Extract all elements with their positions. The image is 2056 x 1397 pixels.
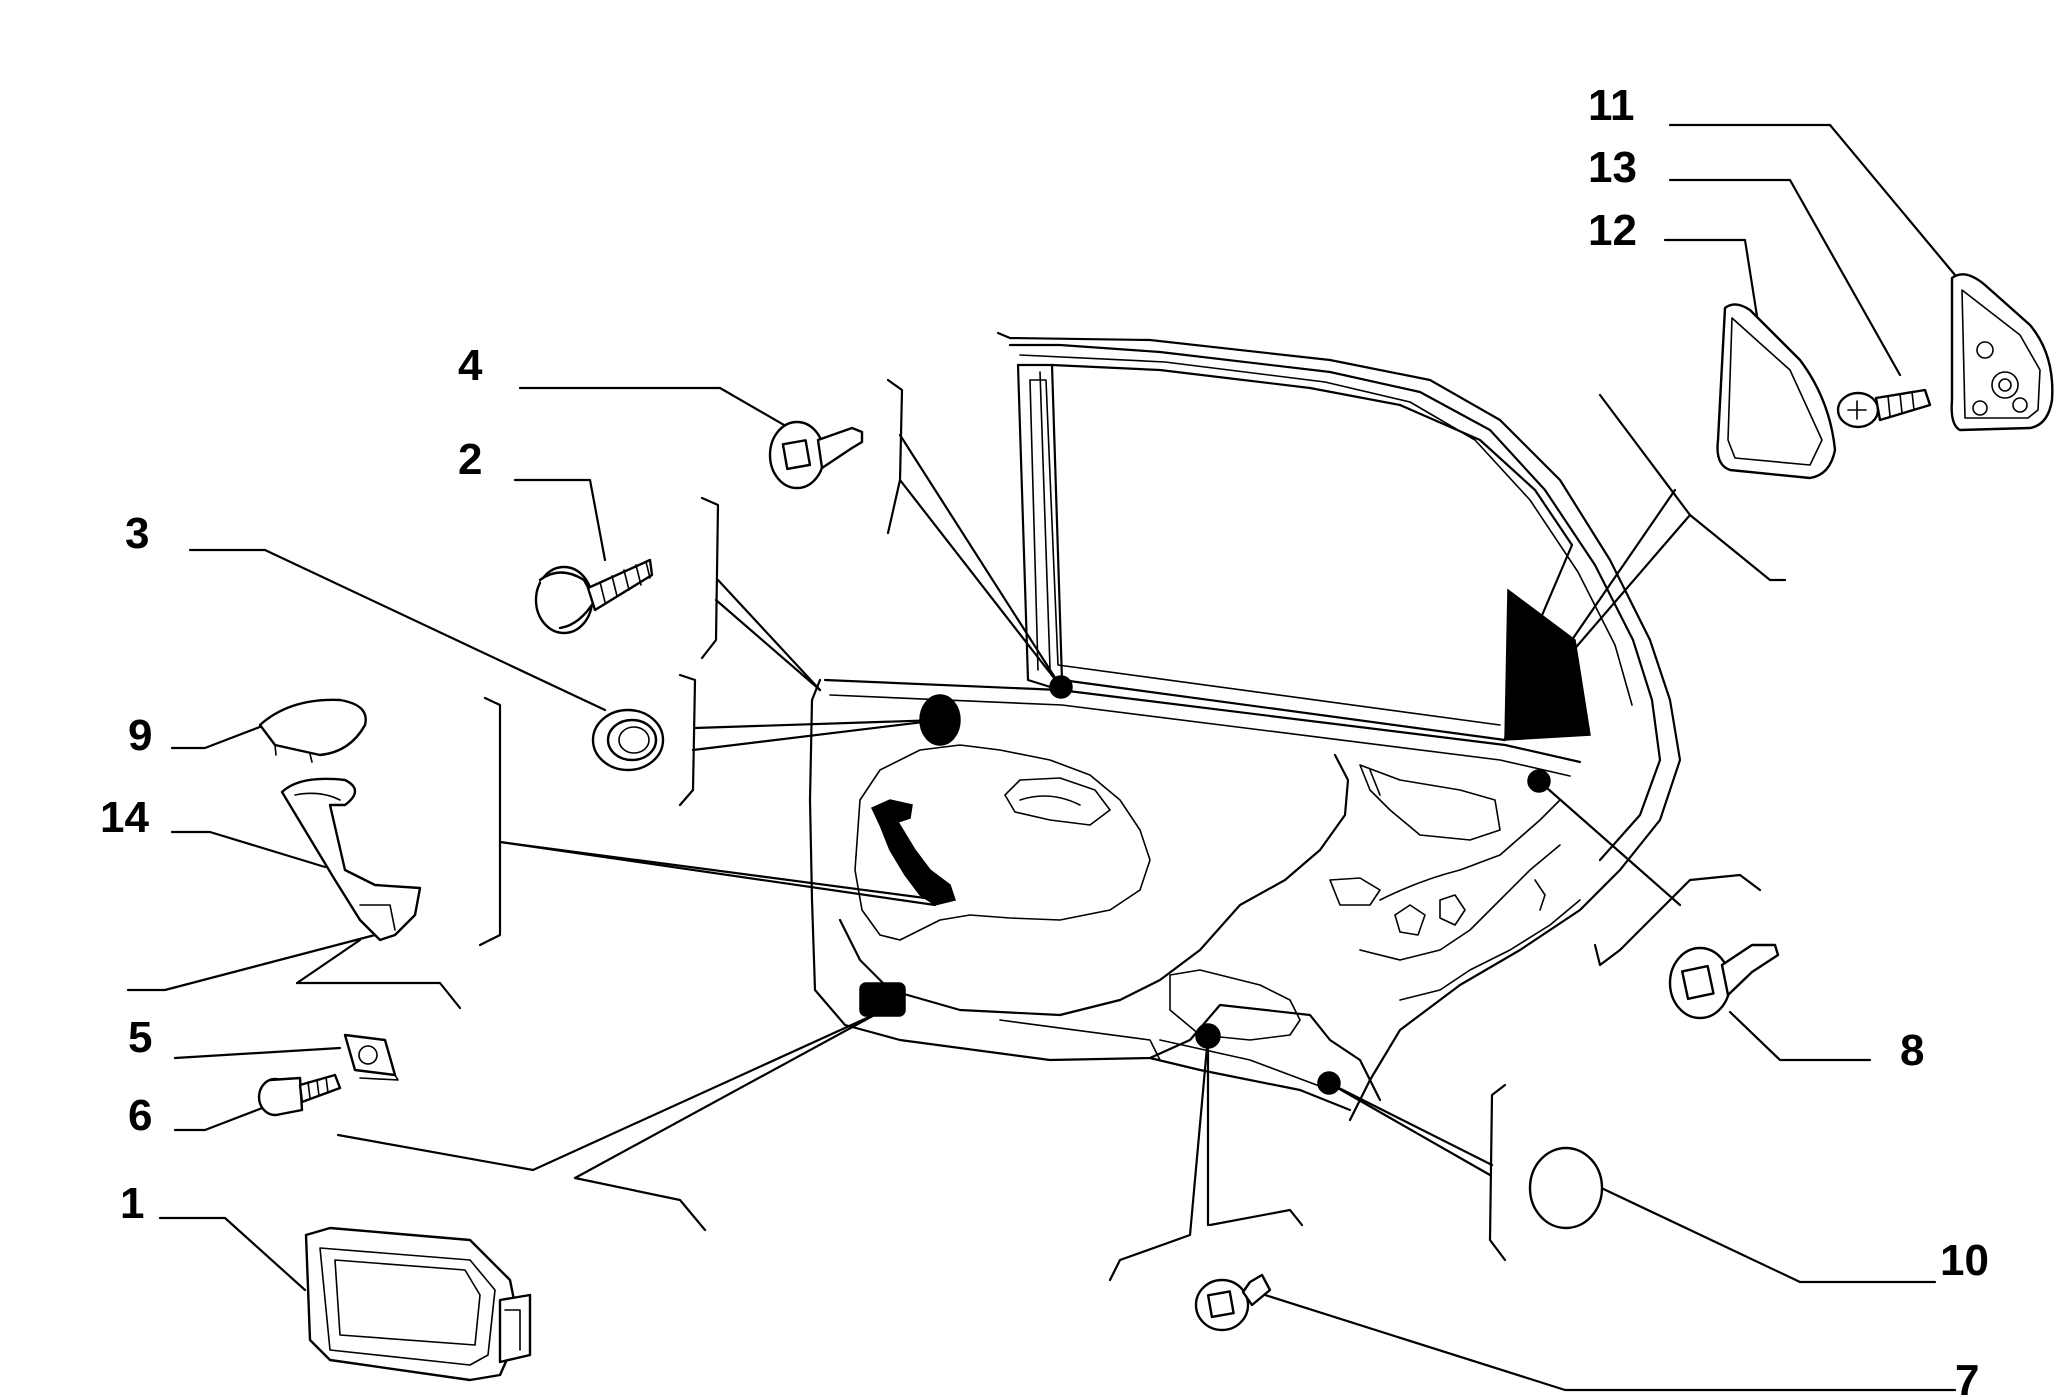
part-7-push-pin xyxy=(1194,1273,1272,1332)
part-11-triangle-bracket xyxy=(1950,273,2054,432)
callout-12: 12 xyxy=(1588,206,1637,255)
part-13-screw xyxy=(1836,388,1932,429)
part-4-push-pin xyxy=(768,420,864,490)
part-3-grommet xyxy=(591,708,665,772)
callout-13: 13 xyxy=(1588,143,1637,192)
part-5-clip-nut xyxy=(343,1033,399,1081)
part-2-ribbed-fastener xyxy=(534,558,654,635)
clip-point-1 xyxy=(859,982,906,1017)
leader-lines xyxy=(126,123,1957,1392)
callout-8: 8 xyxy=(1900,1026,1924,1075)
callout-10: 10 xyxy=(1940,1236,1989,1285)
part-6-screw xyxy=(257,1073,342,1117)
callout-3: 3 xyxy=(125,509,149,558)
callout-numbers: 4 2 3 9 14 5 6 1 7 8 10 11 13 12 xyxy=(100,81,1989,1397)
callout-4: 4 xyxy=(458,341,483,390)
callout-6: 6 xyxy=(128,1091,152,1140)
part-8-push-pin xyxy=(1668,943,1780,1020)
callout-9: 9 xyxy=(128,711,152,760)
part-14-handle-bracket xyxy=(280,777,422,942)
callout-11: 11 xyxy=(1588,81,1635,130)
callout-2: 2 xyxy=(458,435,482,484)
callout-1: 1 xyxy=(120,1179,144,1228)
part-12-triangle-cover xyxy=(1716,303,1837,480)
part-1-handle-bezel xyxy=(304,1226,532,1382)
part-9-cap xyxy=(258,698,367,763)
rear-door-assembly xyxy=(808,331,1682,1122)
part-10-round-plug xyxy=(1528,1146,1604,1230)
callout-5: 5 xyxy=(128,1013,152,1062)
callout-14: 14 xyxy=(100,793,149,842)
callout-7: 7 xyxy=(1955,1356,1979,1397)
